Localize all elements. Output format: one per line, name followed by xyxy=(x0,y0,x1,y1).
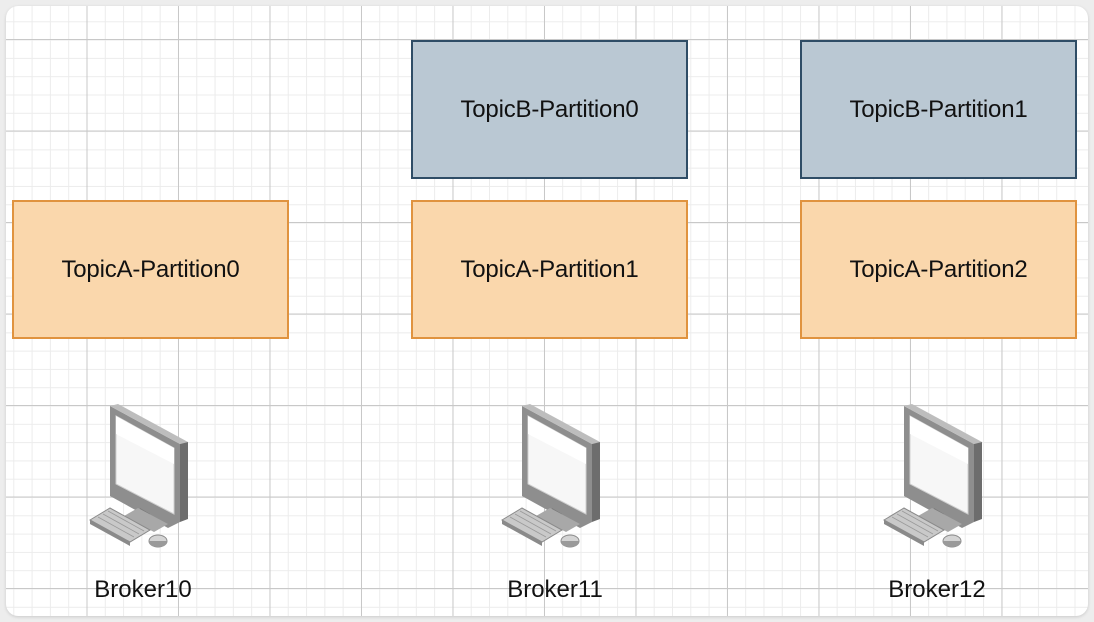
topicb-partition0-label: TopicB-Partition0 xyxy=(460,95,639,123)
diagram-canvas: TopicB-Partition0 TopicB-Partition1 Topi… xyxy=(6,6,1088,616)
topica-partition0-label: TopicA-Partition0 xyxy=(61,255,240,283)
broker11-node[interactable]: Broker11 xyxy=(455,404,655,614)
topica-partition1-label: TopicA-Partition1 xyxy=(460,255,639,283)
computer-icon xyxy=(500,404,600,548)
broker10-label: Broker10 xyxy=(94,576,192,603)
topica-partition2-label: TopicA-Partition2 xyxy=(849,255,1028,283)
topica-partition2-box[interactable]: TopicA-Partition2 xyxy=(800,200,1077,339)
computer-icon xyxy=(882,404,982,548)
topica-partition1-box[interactable]: TopicA-Partition1 xyxy=(411,200,688,339)
broker12-node[interactable]: Broker12 xyxy=(837,404,1037,614)
computer-icon xyxy=(88,404,188,548)
topicb-partition1-label: TopicB-Partition1 xyxy=(849,95,1028,123)
broker11-label: Broker11 xyxy=(507,576,603,603)
broker10-node[interactable]: Broker10 xyxy=(43,404,243,614)
broker12-label: Broker12 xyxy=(888,576,986,603)
topicb-partition1-box[interactable]: TopicB-Partition1 xyxy=(800,40,1077,179)
topicb-partition0-box[interactable]: TopicB-Partition0 xyxy=(411,40,688,179)
topica-partition0-box[interactable]: TopicA-Partition0 xyxy=(12,200,289,339)
